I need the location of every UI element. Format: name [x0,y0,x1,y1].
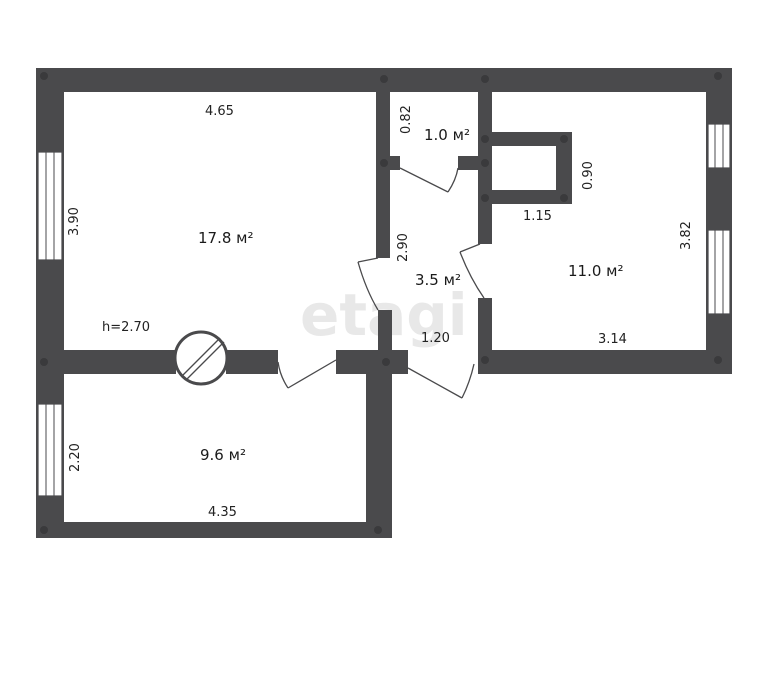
door-entrance [407,363,475,399]
wall-joints [40,72,722,534]
hall-length-label: 2.90 [396,233,411,262]
joint [374,526,382,534]
window-kitchen-bottom [707,229,731,315]
hall-width-label: 1.20 [421,331,450,346]
joint [40,72,48,80]
kitchen-width-label: 3.14 [598,332,627,347]
joint [481,159,489,167]
bedroom-area-label: 9.6 м² [200,446,246,464]
joint [560,135,568,143]
shaft-wall-right [556,132,572,204]
wall-bottom-bedroom [36,522,392,538]
wall-living-bedroom-a [36,350,176,374]
wall-living-bedroom-c [336,350,408,374]
kitchen-area-label: 11.0 м² [568,262,624,280]
shaft-wall-top [478,132,572,146]
joint [481,356,489,364]
bedroom-width-label: 4.35 [208,505,237,520]
wall-bottom-kitchen [478,350,732,374]
door-bedroom [277,359,337,389]
joint [714,356,722,364]
walls [36,68,732,538]
shaft-height-label: 0.90 [581,161,596,190]
window-bedroom [37,403,63,497]
joint [560,194,568,202]
window-living [37,151,63,261]
wall-living-bedroom-b [226,350,278,374]
joint [481,194,489,202]
joint [380,159,388,167]
bathroom-area-label: 1.0 м² [424,126,470,144]
wall-right-bedroom [366,352,392,538]
kitchen-height-label: 3.82 [679,221,694,250]
wall-hall-kitchen-low [478,298,492,360]
door-kitchen [459,243,485,299]
joint [40,526,48,534]
labels: 4.65 3.90 17.8 м² h=2.70 9.6 м² 2.20 4.3… [67,104,694,520]
living-width-label: 4.65 [205,104,234,119]
living-height-label: 3.90 [67,207,82,236]
bathroom-depth-label: 0.82 [399,105,414,134]
bedroom-height-label: 2.20 [68,443,83,472]
wall-right [706,68,732,374]
joint [380,75,388,83]
wall-living-hall-low [378,310,392,360]
living-area-label: 17.8 м² [198,229,254,247]
joint [382,358,390,366]
ceiling-height-label: h=2.70 [102,320,150,335]
shaft-width-label: 1.15 [523,209,552,224]
shaft-wall-bottom [478,190,572,204]
hall-area-label: 3.5 м² [415,271,461,289]
door-living [357,257,379,311]
riser-symbol [173,330,229,386]
joint [481,75,489,83]
joint [40,358,48,366]
window-kitchen-top [707,123,731,169]
joint [481,135,489,143]
windows [37,123,731,497]
door-bathroom [399,167,459,193]
doors [277,167,485,399]
joint [714,72,722,80]
